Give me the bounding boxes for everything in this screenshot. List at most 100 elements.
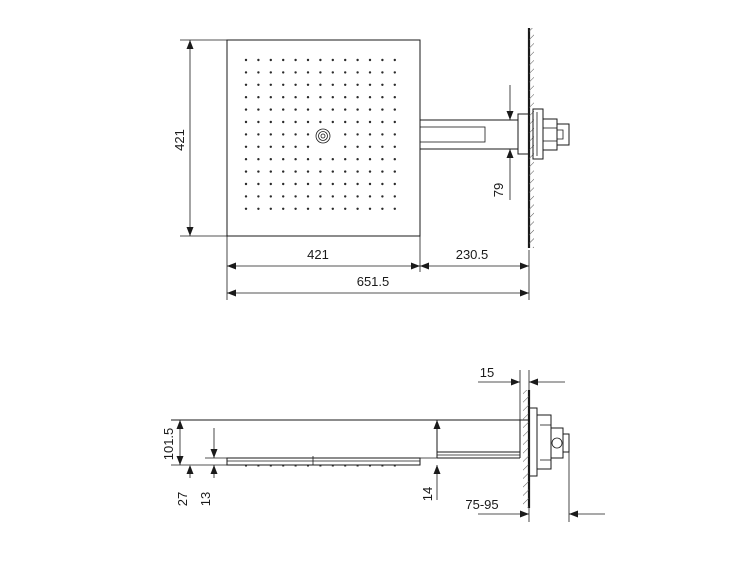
dim-head-side: 27 13 bbox=[175, 428, 227, 506]
nozzle-dot bbox=[319, 158, 322, 161]
nozzle-dot bbox=[306, 207, 310, 210]
nozzle-dot bbox=[381, 133, 384, 136]
dim-wall-plate-side: 15 bbox=[478, 365, 565, 420]
nozzle-dot bbox=[294, 58, 297, 62]
nozzle-dot bbox=[306, 145, 310, 148]
nozzle-dot bbox=[331, 108, 334, 111]
nozzle-dot bbox=[257, 158, 260, 161]
nozzle-dot bbox=[381, 71, 384, 74]
nozzle-dot bbox=[381, 83, 384, 87]
nozzle-dot bbox=[368, 170, 372, 173]
nozzle-dot bbox=[269, 195, 272, 198]
nozzle-dot bbox=[306, 120, 310, 124]
nozzle-dot bbox=[393, 158, 396, 161]
nozzle-dot bbox=[344, 133, 347, 136]
nozzle-dot bbox=[269, 207, 272, 210]
nozzle-dot bbox=[344, 182, 347, 186]
nozzle-dot bbox=[319, 83, 322, 87]
nozzle-dot bbox=[356, 71, 359, 74]
dim-total-top: 651.5 bbox=[227, 274, 529, 297]
nozzle-dot bbox=[393, 182, 396, 186]
nozzle-dot bbox=[319, 120, 322, 124]
top-view: 421 421 230.5 651.5 bbox=[172, 28, 570, 300]
dim-label-height-side: 101.5 bbox=[161, 428, 176, 461]
nozzle-dot bbox=[381, 108, 384, 111]
side-nozzle-dot bbox=[319, 465, 322, 467]
nozzle-dot bbox=[294, 145, 297, 148]
side-nozzle-dot bbox=[381, 465, 384, 467]
nozzle-dot bbox=[294, 182, 297, 186]
dim-label-height-top: 421 bbox=[172, 129, 187, 151]
nozzle-grid bbox=[244, 58, 396, 210]
nozzle-dot bbox=[331, 71, 334, 74]
nozzle-dot bbox=[306, 170, 310, 173]
nozzle-dot bbox=[331, 158, 334, 161]
nozzle-dot bbox=[269, 108, 272, 111]
dim-width-top: 421 bbox=[226, 236, 421, 300]
nozzle-dot bbox=[306, 71, 310, 74]
nozzle-dot bbox=[344, 195, 347, 198]
nozzle-dot bbox=[381, 96, 384, 99]
side-nozzle-dot bbox=[331, 465, 334, 467]
nozzle-dot bbox=[244, 195, 248, 198]
nozzle-dot bbox=[393, 71, 396, 74]
nozzle-dot bbox=[282, 182, 285, 186]
dim-label-head-27: 27 bbox=[175, 492, 190, 506]
nozzle-dot bbox=[331, 120, 334, 124]
nozzle-dot bbox=[319, 58, 322, 62]
nozzle-dot bbox=[356, 158, 359, 161]
dim-label-wall-range: 75-95 bbox=[465, 497, 498, 512]
nozzle-dot bbox=[306, 158, 310, 161]
nozzle-dot bbox=[257, 170, 260, 173]
nozzle-dot bbox=[381, 58, 384, 62]
nozzle-dot bbox=[257, 182, 260, 186]
nozzle-dot bbox=[356, 58, 359, 62]
nozzle-dot bbox=[269, 170, 272, 173]
nozzle-dot bbox=[294, 96, 297, 99]
side-nozzle-dot bbox=[294, 465, 297, 467]
dim-label-width-top: 421 bbox=[307, 247, 329, 262]
nozzle-dot bbox=[356, 83, 359, 87]
nozzle-dot bbox=[331, 182, 334, 186]
nozzle-dot bbox=[381, 158, 384, 161]
shower-arm-top bbox=[419, 119, 518, 150]
nozzle-dot bbox=[331, 96, 334, 99]
nozzle-dot bbox=[269, 71, 272, 74]
dim-wall-range-side: 75-95 bbox=[465, 452, 605, 522]
nozzle-dot bbox=[381, 182, 384, 186]
dim-label-total-top: 651.5 bbox=[357, 274, 390, 289]
nozzle-dot bbox=[294, 133, 297, 136]
nozzle-dot bbox=[356, 120, 359, 124]
nozzle-dot bbox=[282, 207, 285, 210]
side-nozzle-dot bbox=[269, 465, 272, 467]
nozzle-dot bbox=[344, 71, 347, 74]
nozzle-dot bbox=[306, 182, 310, 186]
nozzle-dot bbox=[244, 96, 248, 99]
dim-thickness-side: 14 bbox=[420, 420, 445, 501]
side-nozzle-dot bbox=[369, 465, 371, 467]
nozzle-dot bbox=[294, 83, 297, 87]
nozzle-dot bbox=[269, 145, 272, 148]
nozzle-dot bbox=[319, 195, 322, 198]
nozzle-dot bbox=[282, 120, 285, 124]
nozzle-dot bbox=[282, 71, 285, 74]
nozzle-dot bbox=[393, 83, 396, 87]
nozzle-dot bbox=[257, 195, 260, 198]
nozzle-dot bbox=[282, 195, 285, 198]
nozzle-dot bbox=[306, 58, 310, 62]
nozzle-dot bbox=[368, 108, 372, 111]
nozzle-dot bbox=[282, 158, 285, 161]
nozzle-dot bbox=[368, 83, 372, 87]
nozzle-dot bbox=[244, 83, 248, 87]
nozzle-dot bbox=[368, 182, 372, 186]
nozzle-dot bbox=[356, 133, 359, 136]
nozzle-dot bbox=[269, 182, 272, 186]
nozzle-dot bbox=[306, 83, 310, 87]
nozzle-dot bbox=[257, 120, 260, 124]
dim-label-wall-plate: 15 bbox=[480, 365, 494, 380]
nozzle-dot bbox=[368, 158, 372, 161]
dim-arm-top: 230.5 bbox=[420, 247, 530, 300]
nozzle-dot bbox=[381, 145, 384, 148]
nozzle-dot bbox=[294, 71, 297, 74]
side-nozzle-dot bbox=[257, 465, 260, 467]
